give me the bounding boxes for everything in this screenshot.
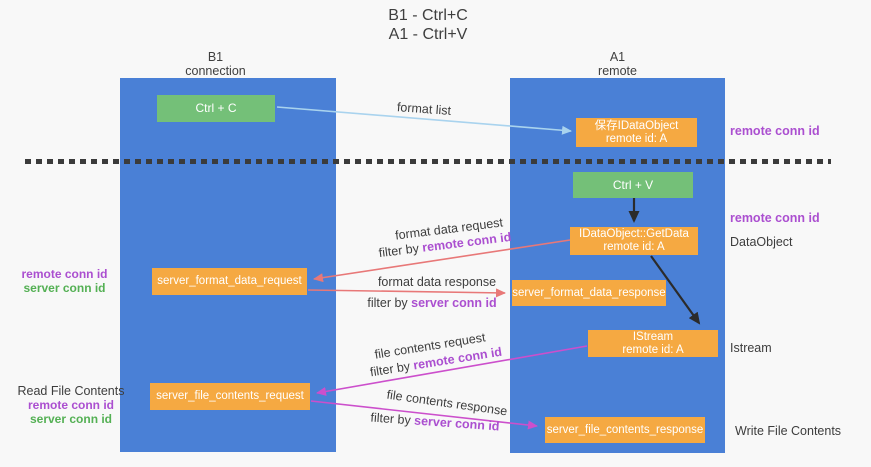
filter-by-prefix-2: filter by [367, 296, 412, 310]
filter-by-prefix-4: filter by [370, 410, 415, 428]
box-istream-line2: remote id: A [622, 343, 684, 356]
box-save-idataobject: 保存IDataObject remote id: A [576, 118, 697, 147]
label-group-read-file-contents: Read File Contents remote conn id server… [12, 384, 130, 426]
box-server-format-data-response: server_format_data_response [512, 280, 666, 306]
diagram-title: B1 - Ctrl+C A1 - Ctrl+V [278, 6, 578, 44]
label-remote-conn-id-top: remote conn id [730, 124, 820, 138]
box-istream: IStream remote id: A [588, 330, 718, 357]
box-format-request-label: server_format_data_request [157, 275, 302, 287]
label-left-server-conn-id: server conn id [23, 281, 106, 295]
arrow-label-format-list: format list [396, 100, 452, 118]
label-dataobject: DataObject [730, 235, 793, 249]
label-remote-conn-id-mid: remote conn id [730, 211, 820, 225]
label-write-file-contents: Write File Contents [735, 424, 842, 438]
column-b1-role: connection [185, 64, 246, 78]
label-left-remote-conn-id: remote conn id [21, 267, 108, 281]
box-file-request-label: server_file_contents_request [156, 390, 304, 402]
label-group-left-conn-ids: remote conn id server conn id [17, 267, 112, 295]
label-istream: Istream [730, 341, 772, 355]
box-server-format-data-request: server_format_data_request [152, 268, 307, 295]
title-line-1: B1 - Ctrl+C [388, 7, 468, 24]
column-header-a1: A1 remote [510, 50, 725, 78]
column-b1-name: B1 [207, 50, 224, 64]
label-read-file-contents: Read File Contents [17, 384, 125, 398]
filter-by-key-2: server conn id [411, 296, 497, 310]
box-ctrl-c: Ctrl + C [157, 95, 275, 122]
arrow-label-format-data-response: format data response [377, 275, 497, 289]
box-getdata-line1: IDataObject::GetData [579, 228, 689, 240]
box-ctrl-c-label: Ctrl + C [195, 101, 237, 115]
box-istream-line1: IStream [632, 330, 674, 343]
column-header-b1: B1 connection [108, 50, 323, 78]
filter-by-key-4: server conn id [413, 413, 500, 434]
box-server-file-contents-response: server_file_contents_response [545, 417, 705, 443]
box-getdata-line2: remote id: A [603, 241, 665, 253]
arrow-label-filter-by-server-1: filter by server conn id [362, 296, 502, 310]
box-ctrl-v-label: Ctrl + V [612, 177, 654, 192]
box-save-idataobject-line2: remote id: A [605, 132, 668, 145]
filter-by-prefix-3: filter by [369, 358, 415, 380]
title-line-2: A1 - Ctrl+V [388, 26, 468, 43]
label-left-bottom-remote-conn-id: remote conn id [27, 398, 114, 412]
dashed-divider [25, 159, 831, 164]
box-file-response-label: server_file_contents_response [546, 423, 704, 436]
box-save-idataobject-line1: 保存IDataObject [594, 119, 679, 132]
column-a1-role: remote [598, 64, 637, 78]
box-ctrl-v: Ctrl + V [573, 172, 693, 198]
box-idataobject-getdata: IDataObject::GetData remote id: A [570, 227, 698, 255]
label-left-bottom-server-conn-id: server conn id [29, 412, 113, 426]
box-server-file-contents-request: server_file_contents_request [150, 383, 310, 410]
column-a1-name: A1 [609, 50, 626, 64]
box-format-response-label: server_format_data_response [512, 286, 666, 299]
arrow-format-data-response [307, 288, 506, 298]
